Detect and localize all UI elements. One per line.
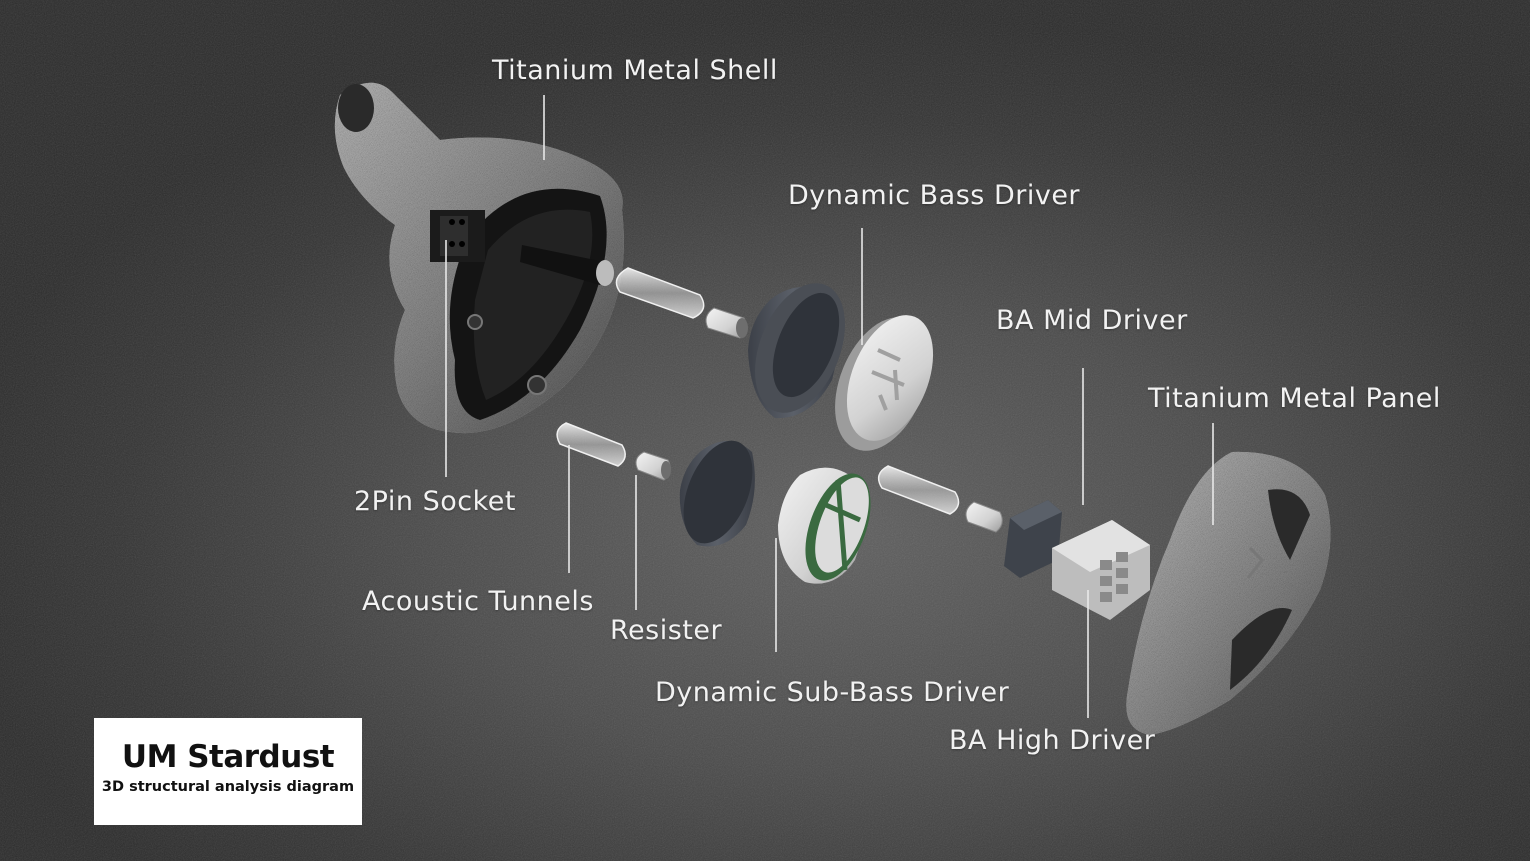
- ba-mid-driver-part: [1004, 500, 1062, 578]
- lower-resister: [635, 451, 671, 481]
- label-titanium-metal-shell: Titanium Metal Shell: [492, 55, 778, 86]
- label-acoustic-tunnels: Acoustic Tunnels: [362, 586, 594, 617]
- label-resister: Resister: [610, 615, 723, 646]
- sub-bass-driver-housing: [679, 440, 755, 547]
- titanium-metal-panel-part: [1126, 451, 1331, 735]
- leader-lines: [445, 95, 1214, 718]
- title-card: UM Stardust 3D structural analysis diagr…: [94, 718, 362, 825]
- titanium-metal-shell-part: [334, 82, 624, 434]
- dynamic-sub-bass-driver-part: [778, 467, 871, 584]
- upper-acoustic-tube: [615, 267, 705, 319]
- label-ba-mid-driver: BA Mid Driver: [996, 305, 1188, 336]
- upper-resister: [705, 307, 748, 339]
- label-titanium-metal-panel: Titanium Metal Panel: [1148, 383, 1441, 414]
- product-title: UM Stardust: [121, 739, 335, 775]
- bass-driver-housing: [748, 283, 845, 419]
- label-ba-high-driver: BA High Driver: [949, 725, 1156, 756]
- mid-acoustic-tube: [877, 465, 960, 515]
- lower-acoustic-tube: [556, 422, 626, 467]
- label-2pin-socket: 2Pin Socket: [354, 486, 516, 517]
- dynamic-bass-driver-part: [835, 315, 934, 451]
- label-dynamic-sub-bass-driver: Dynamic Sub-Bass Driver: [655, 677, 1010, 708]
- ba-high-driver-part: [1052, 520, 1150, 620]
- label-dynamic-bass-driver: Dynamic Bass Driver: [788, 180, 1081, 211]
- mid-resister: [965, 501, 1003, 533]
- product-subtitle: 3D structural analysis diagram: [101, 779, 355, 795]
